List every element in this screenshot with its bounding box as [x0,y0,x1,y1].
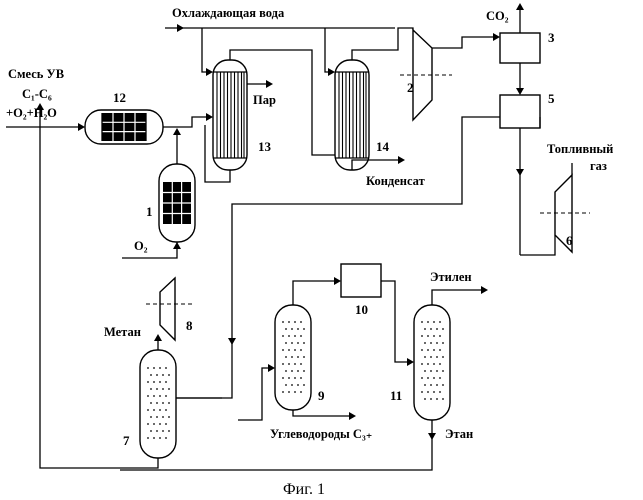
column-7 [140,350,176,458]
unit-number-7: 7 [123,433,130,448]
feed-line [6,123,85,131]
unit-number-5: 5 [548,91,555,106]
line-3-to-5 [516,63,524,95]
line-2-to-3 [432,33,500,48]
methane-label: Метан [104,325,141,339]
methane-line [154,334,162,350]
cooling-water-label: Охлаждающая вода [172,6,285,20]
unit-number-8: 8 [186,318,193,333]
unit-number-11: 11 [390,388,402,403]
line-14-to-2 [352,28,413,60]
unit-number-12: 12 [113,90,126,105]
unit-number-10: 10 [355,302,368,317]
unit-number-2: 2 [407,80,414,95]
ethane-label: Этан [445,427,473,441]
line-9-to-10 [293,277,341,305]
ethylene-line [432,286,488,305]
compressor-2 [400,30,452,120]
co2-label: CO₂ [486,9,509,23]
line-12-to-13 [163,113,213,127]
unit-number-14: 14 [376,139,390,154]
fuel-gas-label-1: Топливный [547,142,613,156]
o2-line [122,242,181,258]
feed-label-3: +O₂+H₂O [6,106,57,120]
expander-6 [540,175,590,252]
reactor-12 [85,110,163,144]
reactor-1 [159,164,195,242]
column-9 [275,305,311,410]
condensate-label: Конденсат [366,174,425,188]
co2-outlet [516,3,524,33]
hydrocarbons-c3-label: Углеводороды C₃₊ [270,427,372,441]
steam-label: Пар [253,93,276,107]
unit-number-9: 9 [318,388,325,403]
line-10-to-11 [381,281,414,366]
ethylene-label: Этилен [430,270,472,284]
fuel-gas-label-2: газ [590,159,607,173]
o2-label: O₂ [134,239,148,253]
column-11 [414,305,450,420]
line-5-to-6 [516,117,555,255]
unit-number-13: 13 [258,139,272,154]
line-1-to-12-outlet [173,128,181,164]
figure-caption: Фиг. 1 [283,481,325,498]
line-7-to-9 [176,364,275,420]
heat-exchanger-14 [335,60,369,170]
unit-number-1: 1 [146,204,153,219]
heat-exchanger-13 [213,60,247,170]
unit-5 [500,95,540,128]
unit-number-3: 3 [548,30,555,45]
unit-number-6: 6 [566,233,573,248]
feed-label-1: Смесь УВ [8,67,64,81]
unit-10 [341,264,381,297]
c3plus-line [293,410,356,420]
unit-3 [500,33,540,63]
feed-label-2: C₁-C₆ [22,87,52,101]
